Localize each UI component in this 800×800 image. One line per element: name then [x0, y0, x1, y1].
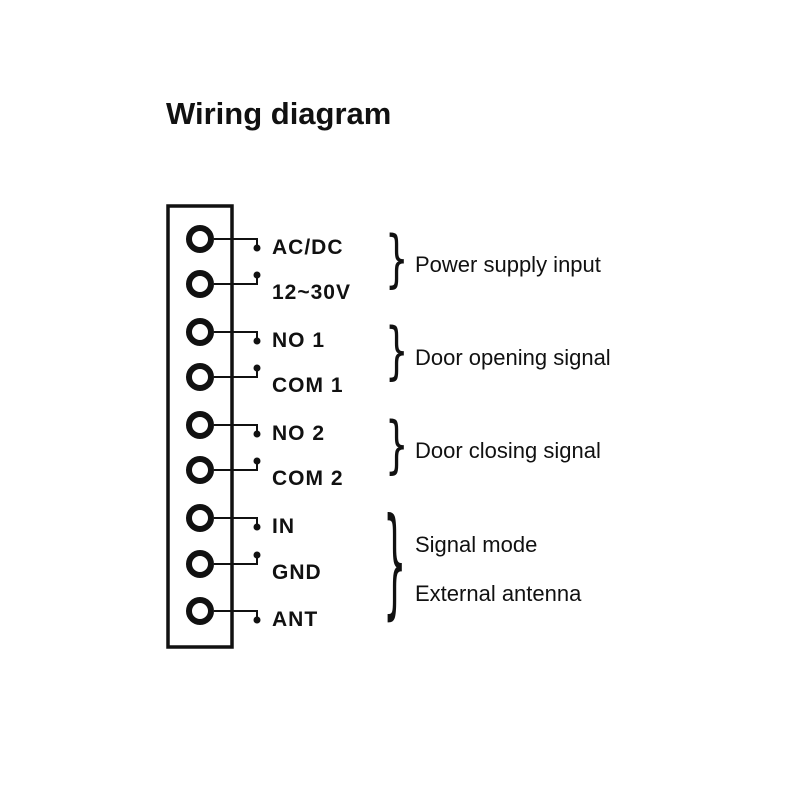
- terminal-6: COM 2: [186, 456, 344, 490]
- terminal-2: 12~30V: [186, 270, 351, 304]
- terminal-4: COM 1: [186, 363, 344, 397]
- terminal-screw-icon: [186, 597, 214, 625]
- terminal-screw-icon: [186, 504, 214, 532]
- terminal-screw-icon: [186, 550, 214, 578]
- terminal-dot: [253, 551, 261, 559]
- terminal-lead: [214, 610, 258, 620]
- terminal-lead: [214, 275, 258, 285]
- terminal-dot: [253, 364, 261, 372]
- terminal-7: IN: [186, 504, 295, 538]
- group-external-antenna: External antenna: [415, 581, 582, 606]
- terminal-screw-icon: [186, 363, 214, 391]
- terminals: AC/DC 12~30V NO 1 COM 1 NO 2 COM 2 IN GND ANT: [186, 225, 351, 631]
- terminal-9: ANT: [186, 597, 318, 631]
- group-door-closing-signal: Door closing signal: [415, 438, 601, 463]
- terminal-lead: [214, 461, 258, 471]
- group-door-opening-signal: Door opening signal: [415, 345, 611, 370]
- terminal-dot: [253, 523, 261, 531]
- terminal-lead: [214, 517, 258, 527]
- terminal-label: ANT: [272, 608, 318, 631]
- terminal-label: NO 2: [272, 422, 325, 445]
- terminal-screw-icon: [186, 225, 214, 253]
- terminal-screw-icon: [186, 411, 214, 439]
- terminal-label: NO 1: [272, 329, 325, 352]
- terminal-3: NO 1: [186, 318, 325, 352]
- diagram-title: Wiring diagram: [166, 96, 391, 131]
- terminal-label: IN: [272, 515, 295, 538]
- terminal-lead: [214, 555, 258, 565]
- terminal-label: GND: [272, 561, 322, 584]
- terminal-1: AC/DC: [186, 225, 344, 259]
- terminal-dot: [253, 244, 261, 252]
- group-power-supply-input: Power supply input: [415, 252, 601, 277]
- terminal-lead: [214, 424, 258, 434]
- terminal-block: [166, 204, 234, 649]
- terminal-label: AC/DC: [272, 236, 344, 259]
- brace-power: }: [385, 224, 408, 296]
- terminal-lead: [214, 238, 258, 248]
- terminal-screw-icon: [186, 270, 214, 298]
- brace-signal-antenna: }: [383, 492, 406, 631]
- terminal-dot: [253, 457, 261, 465]
- terminal-label: COM 1: [272, 374, 344, 397]
- group-signal-mode: Signal mode: [415, 532, 537, 557]
- brace-door-closing: }: [385, 410, 408, 482]
- terminal-dot: [253, 430, 261, 438]
- terminal-label: 12~30V: [272, 281, 351, 304]
- terminal-screw-icon: [186, 318, 214, 346]
- brace-door-opening: }: [385, 316, 408, 388]
- terminal-lead: [214, 331, 258, 341]
- terminal-label: COM 2: [272, 467, 344, 490]
- terminal-dot: [253, 616, 261, 624]
- terminal-dot: [253, 337, 261, 345]
- terminal-screw-icon: [186, 456, 214, 484]
- terminal-5: NO 2: [186, 411, 325, 445]
- terminal-8: GND: [186, 550, 322, 584]
- terminal-dot: [253, 271, 261, 279]
- terminal-lead: [214, 368, 258, 378]
